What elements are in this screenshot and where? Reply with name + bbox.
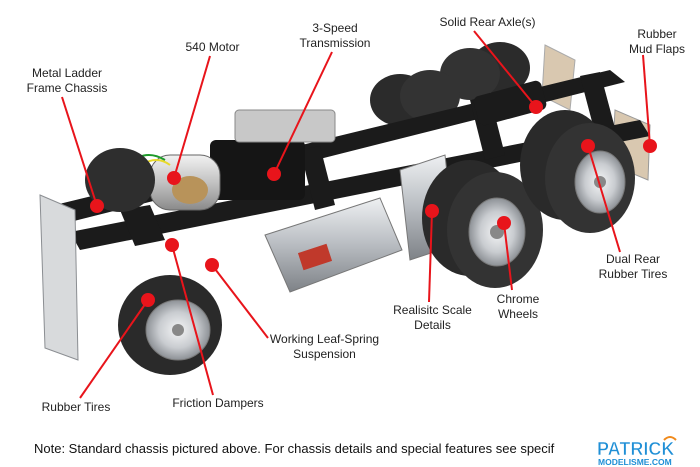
logo-line1: PATRICK xyxy=(597,439,674,459)
leader-line-realistic-scale-details xyxy=(428,210,433,303)
leader-line-rubber-tires xyxy=(79,299,149,399)
label-solid-rear-axles: Solid Rear Axle(s) xyxy=(439,15,536,29)
label-rubber-tires: Rubber Tires xyxy=(41,400,111,414)
label-rubber-mud-flaps: Rubber Mud Flaps xyxy=(628,27,686,56)
callout-dot-rubber-mud-flaps xyxy=(643,139,657,153)
callout-dot-solid-rear-axles xyxy=(529,100,543,114)
leader-line-friction-dampers xyxy=(171,244,214,396)
leader-line-motor-540 xyxy=(173,55,211,179)
callout-dot-three-speed-transmission xyxy=(267,167,281,181)
label-3-speed-transmission: 3-Speed Transmission xyxy=(299,21,371,50)
leader-line-rubber-mud-flaps xyxy=(642,54,651,147)
leader-line-chrome-wheels xyxy=(503,222,513,291)
label-metal-ladder-frame-chassis: Metal Ladder Frame Chassis xyxy=(26,66,108,95)
label-dual-rear-rubber-tires: Dual Rear Rubber Tires xyxy=(598,252,668,281)
leader-line-dual-rear-rubber-tires xyxy=(587,145,621,253)
callout-dot-dual-rear-rubber-tires xyxy=(581,139,595,153)
callout-dot-metal-ladder-frame-chassis xyxy=(90,199,104,213)
front-bumper xyxy=(39,194,79,361)
callout-dot-rubber-tires xyxy=(141,293,155,307)
leader-line-metal-ladder-frame-chassis xyxy=(61,96,98,207)
rear-dual-tires xyxy=(520,110,635,233)
callout-dot-working-leaf-spring-suspension xyxy=(205,258,219,272)
leader-line-working-leaf-spring-suspension xyxy=(211,264,269,339)
leader-line-solid-rear-axles xyxy=(473,30,537,108)
logo: PATRICK MODELISME.COM xyxy=(597,436,677,467)
footer-note: Note: Standard chassis pictured above. F… xyxy=(34,441,555,456)
truck-chassis-illustration xyxy=(39,42,651,375)
logo-wave-icon xyxy=(663,436,677,441)
label-friction-dampers: Friction Dampers xyxy=(172,396,264,410)
callout-dot-motor-540 xyxy=(167,171,181,185)
callout-dot-chrome-wheels xyxy=(497,216,511,230)
leader-line-three-speed-transmission xyxy=(273,51,333,175)
label-540-motor: 540 Motor xyxy=(185,40,240,54)
front-tire xyxy=(118,275,222,375)
callout-dot-realistic-scale-details xyxy=(425,204,439,218)
middle-dual-tires xyxy=(422,160,543,288)
callout-dot-friction-dampers xyxy=(165,238,179,252)
label-realistic-scale-details: Realisitc Scale Details xyxy=(393,303,472,332)
logo-line2: MODELISME.COM xyxy=(598,457,672,467)
label-working-leaf-spring-suspension: Working Leaf-Spring Suspension xyxy=(269,332,380,361)
label-chrome-wheels: Chrome Wheels xyxy=(496,292,540,321)
transmission-block xyxy=(210,140,305,200)
fuel-tank xyxy=(264,197,403,293)
motor-body xyxy=(119,154,221,211)
